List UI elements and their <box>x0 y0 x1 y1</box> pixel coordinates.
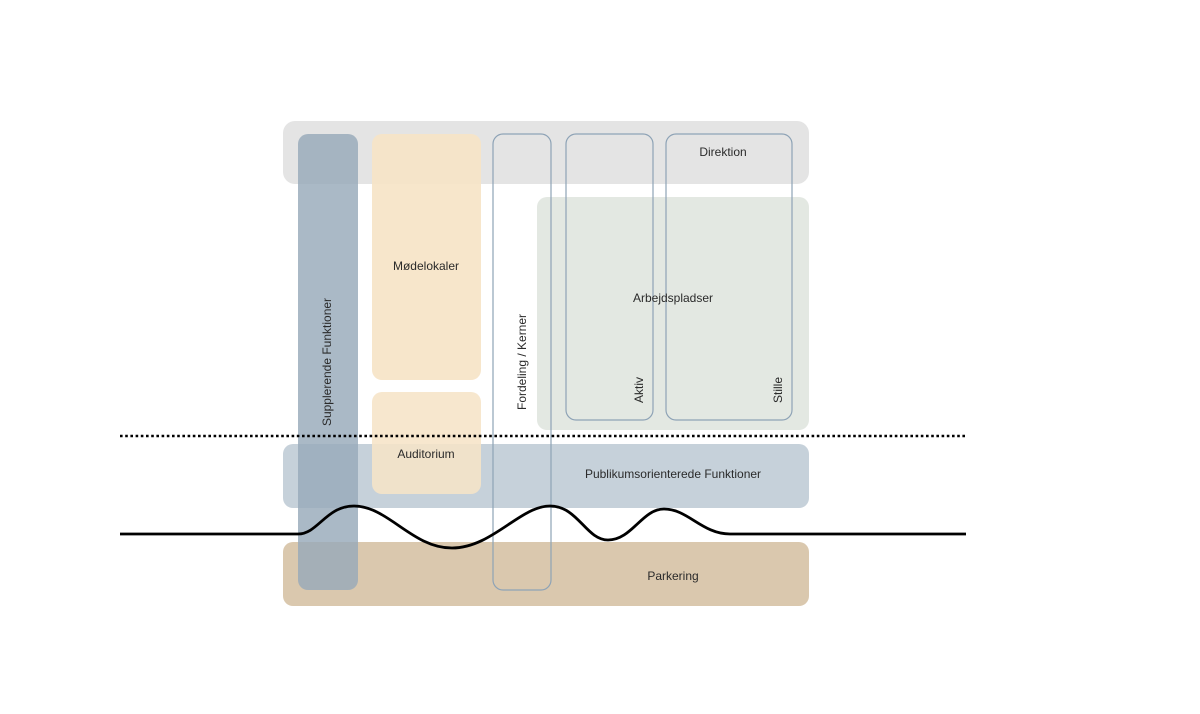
stille-label: Stille <box>771 377 785 403</box>
fordeling-column <box>492 133 552 591</box>
direktion-label: Direktion <box>699 145 746 159</box>
aktiv-column <box>565 133 654 421</box>
auditorium-zone <box>372 392 481 494</box>
stille-column <box>665 133 793 421</box>
arbejdspladser-zone <box>537 197 809 430</box>
supplerende-column <box>298 134 358 590</box>
supplerende-label: Supplerende Funktioner <box>320 298 334 426</box>
modelokaler-label: Mødelokaler <box>393 259 459 273</box>
fordeling-label: Fordeling / Kerner <box>515 314 529 410</box>
parkering-label: Parkering <box>647 569 698 583</box>
arbejdspladser-label: Arbejdspladser <box>633 291 713 305</box>
auditorium-label: Auditorium <box>397 447 454 461</box>
modelokaler-zone <box>372 134 481 380</box>
terrain-wave-line <box>120 504 966 550</box>
aktiv-label: Aktiv <box>632 377 646 403</box>
parkering-band <box>283 542 809 606</box>
publikum-label: Publikumsorienterede Funktioner <box>585 467 761 481</box>
